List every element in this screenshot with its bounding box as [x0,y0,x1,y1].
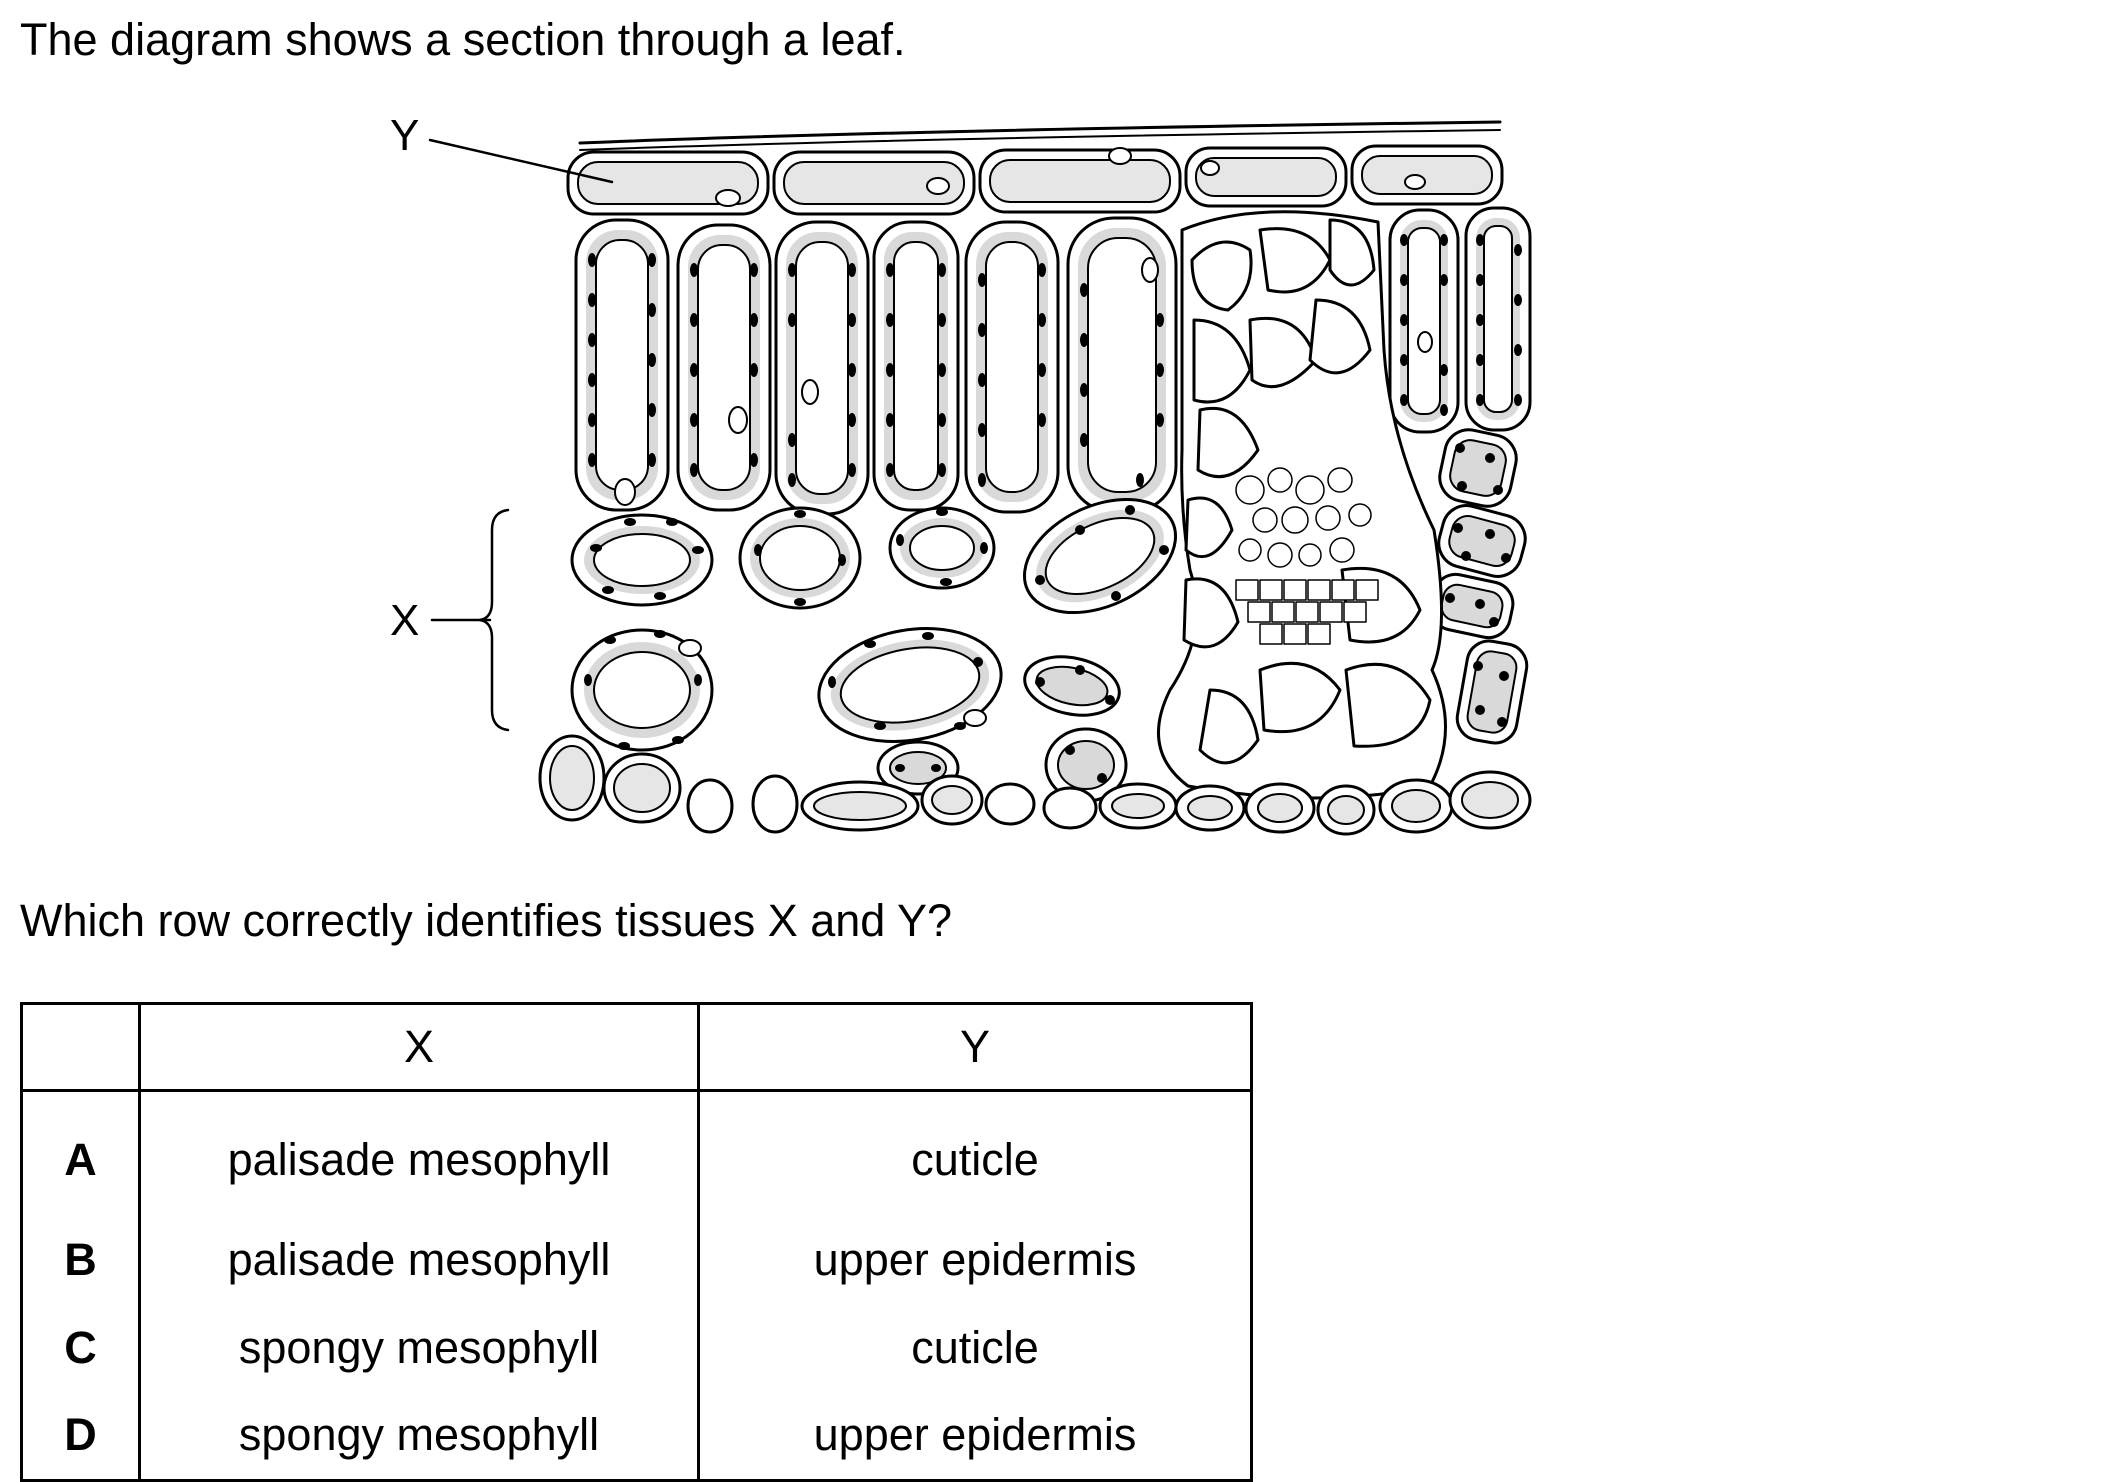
label-x: X [390,596,419,645]
row-x-value: spongy mesophyll [139,1304,700,1392]
row-letter: B [20,1216,141,1304]
lower-epidermis [538,734,1532,836]
table-header-row: X Y [20,1002,1253,1092]
table-header-x: X [138,1002,700,1092]
row-x-value: spongy mesophyll [139,1392,700,1482]
row-letter: C [20,1304,141,1392]
row-letter: D [20,1392,141,1482]
row-x-value: palisade mesophyll [139,1090,700,1216]
leaf-section-diagram: Y X [390,111,1532,836]
upper-epidermis [566,144,1504,216]
row-y-value: upper epidermis [698,1392,1253,1482]
table-row[interactable]: A palisade mesophyll cuticle [20,1090,1253,1216]
cuticle [578,120,1502,145]
y-leader-line [428,138,614,184]
xylem-phloem [1235,467,1379,645]
intro-text: The diagram shows a section through a le… [20,14,906,65]
row-y-value: upper epidermis [698,1216,1253,1304]
label-y: Y [390,111,419,160]
row-letter: A [20,1090,141,1216]
row-x-value: palisade mesophyll [139,1216,700,1304]
table-row[interactable]: C spongy mesophyll cuticle [20,1304,1253,1392]
row-y-value: cuticle [698,1304,1253,1392]
table-row[interactable]: D spongy mesophyll upper epidermis [20,1392,1253,1482]
palisade-mesophyll [574,206,1532,516]
table-header-blank [20,1002,141,1092]
table-row[interactable]: B palisade mesophyll upper epidermis [20,1216,1253,1304]
question-text: Which row correctly identifies tissues X… [20,895,953,946]
row-y-value: cuticle [698,1090,1253,1216]
x-brace [478,508,510,732]
answer-table: X Y A palisade mesophyll cuticle B palis… [20,1002,1253,1482]
chloroplasts [584,234,1522,783]
table-header-y: Y [697,1002,1253,1092]
